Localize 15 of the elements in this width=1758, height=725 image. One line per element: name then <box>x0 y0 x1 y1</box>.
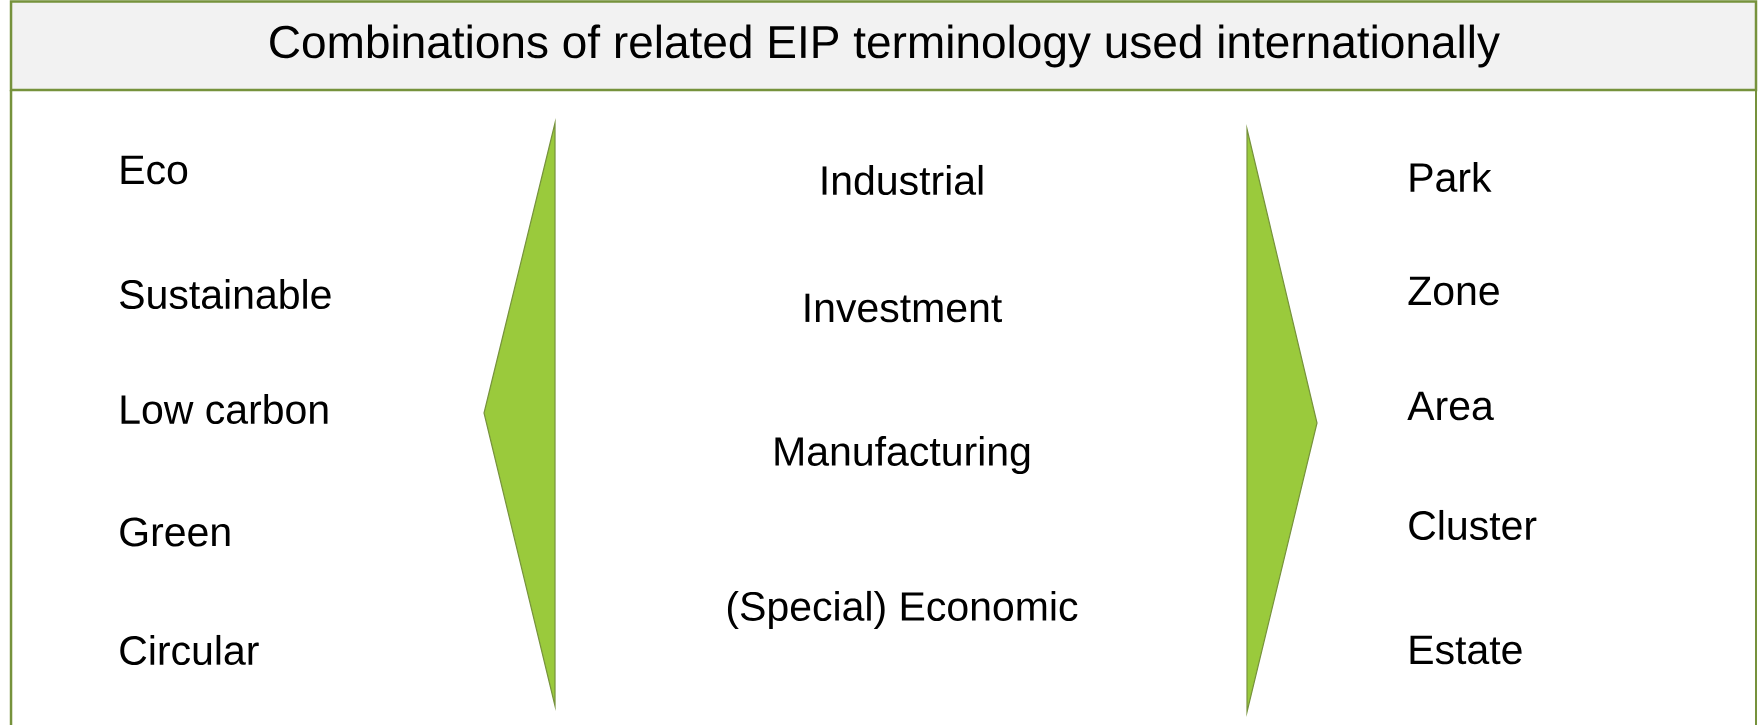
term-label: Manufacturing <box>775 435 1030 475</box>
term-label: Low carbon <box>121 393 328 425</box>
term-label: Industrial <box>822 164 983 196</box>
term-label: Estate <box>1410 635 1522 665</box>
title-bar: Combinations of related EIP terminology used internationally <box>9 0 1758 92</box>
term-label: Sustainable <box>120 278 331 310</box>
term-label: (Special) Economic <box>727 590 1078 630</box>
term-label: Circular <box>120 634 259 666</box>
term-label: Park <box>1410 161 1492 193</box>
term-label: Green <box>120 517 230 547</box>
term-label: Zone <box>1408 276 1499 306</box>
term-label: Investment <box>805 293 1002 323</box>
term-label: Eco <box>121 155 188 185</box>
term-label: Cluster <box>1409 509 1537 541</box>
term-label: Area <box>1407 391 1494 421</box>
